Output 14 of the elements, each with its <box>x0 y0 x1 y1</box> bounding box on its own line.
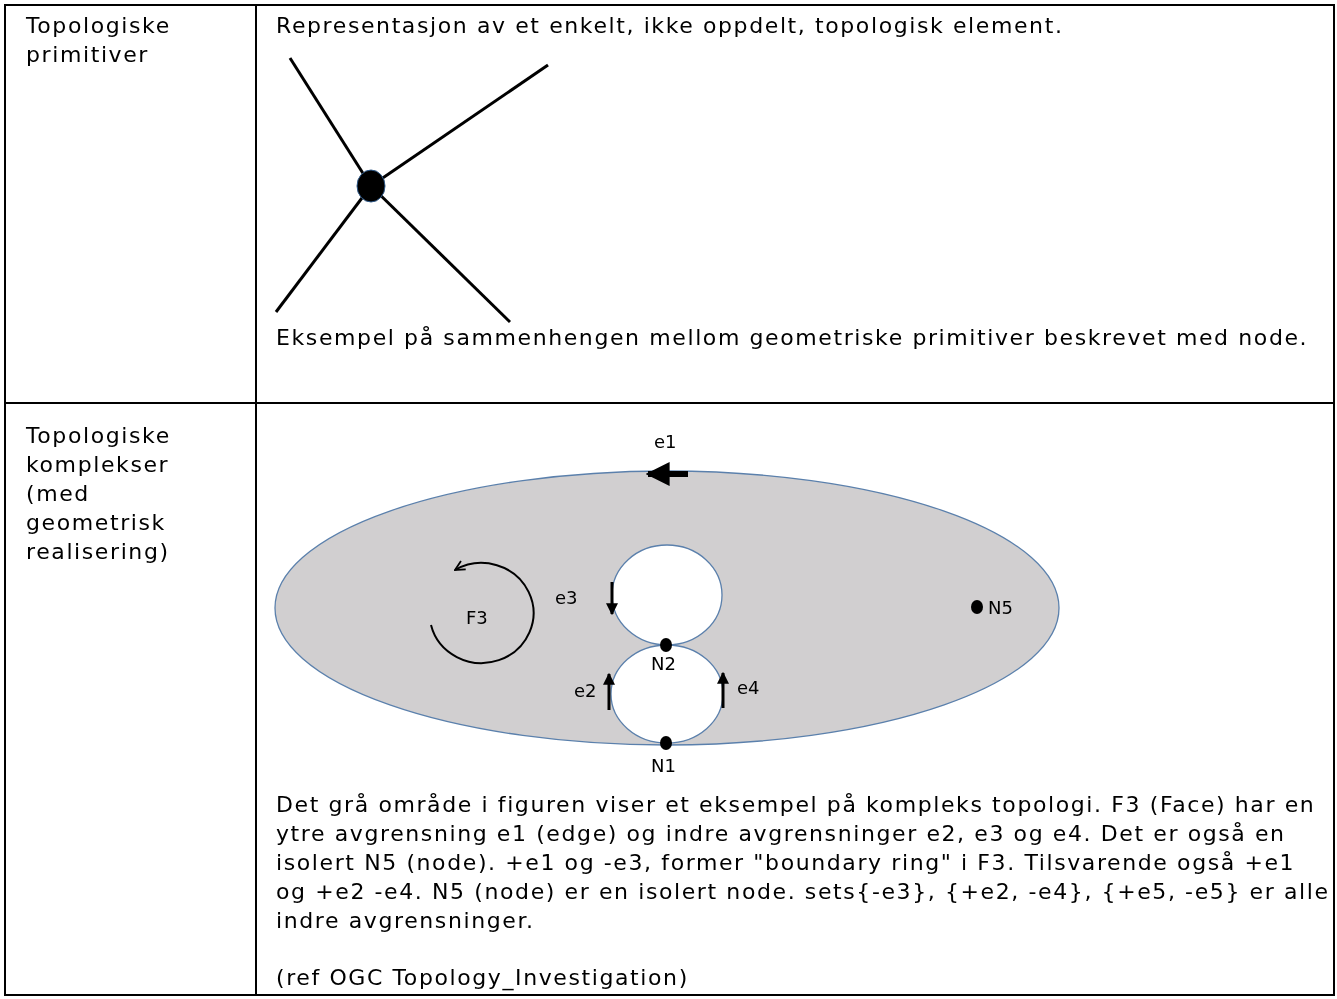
row-heading: Topologiske komplekser (med geometrisk realisering) <box>26 422 172 566</box>
description-text: Representasjon av et enkelt, ikke oppdelt, topologisk element. <box>276 12 1065 40</box>
description-text: Eksempel på sammenhengen mellom geometriske primitiver beskrevet med node. <box>276 324 1310 352</box>
node-label: N1 <box>651 755 676 777</box>
description-text: Det grå område i figuren viser et eksempel på kompleks topologi. F3 (Face) har en ytre avgrensning e1 (edge) og indre avgrensninger e2, e3 og e4. Det er også en isolert N5 (node). +e1 og -e3, former "boundary ring" i F3. Tilsvarende også +e1 og +e2 -e4. N5 (node) er en isolert node. sets{-e3}, {+e2, -e4}, {+e5, -e5} er alle indre avgrensninger. <box>276 791 1331 935</box>
node-label: N2 <box>651 653 676 675</box>
node-label: N5 <box>988 597 1013 619</box>
arrow-label: e2 <box>574 680 597 702</box>
arrow-label: e1 <box>654 431 677 453</box>
arrow-label: e3 <box>555 587 578 609</box>
row-heading: Topologiske primitiver <box>26 12 172 69</box>
reference-note: (ref OGC Topology_Investigation) <box>276 964 690 992</box>
face-label: F3 <box>466 607 488 629</box>
arrow-label: e4 <box>737 677 760 699</box>
